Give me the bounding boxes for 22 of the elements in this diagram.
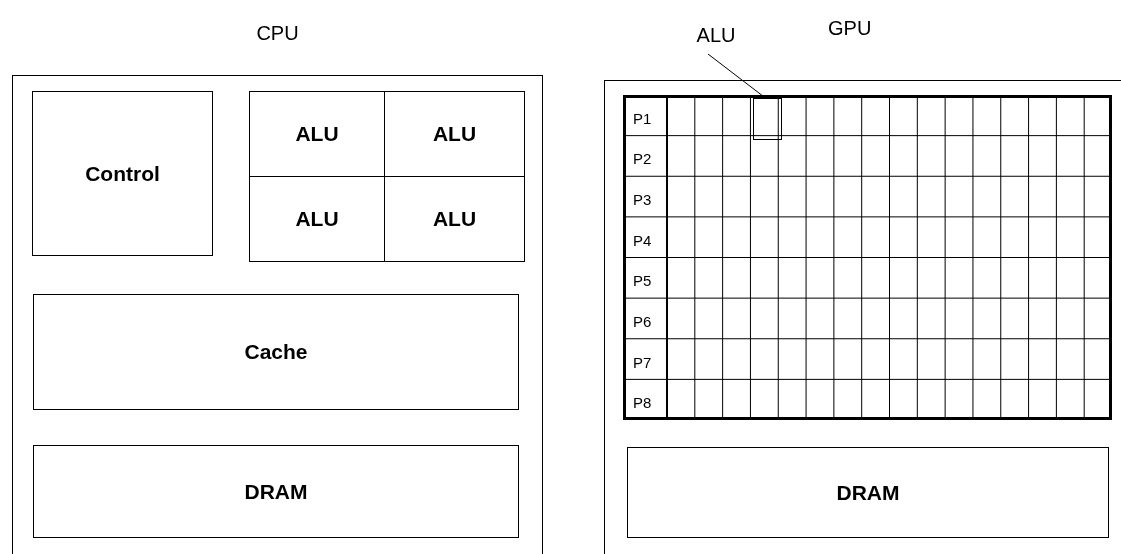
callout-label: ALU [692, 24, 740, 52]
alu-block: ALU [249, 91, 385, 177]
row-label: P2 [633, 150, 652, 168]
row-label: P6 [633, 312, 652, 330]
alu-block: ALU [384, 91, 525, 177]
row-label: P4 [633, 231, 652, 249]
row-label: P3 [633, 191, 652, 209]
row-label: P8 [633, 394, 652, 412]
panel-title: GPU [828, 17, 872, 40]
panel-title: CPU [256, 22, 299, 45]
row-label: P1 [633, 109, 652, 127]
alu-block: ALU [384, 176, 525, 262]
memory-block: DRAM [627, 447, 1109, 538]
alu-block: ALU [249, 176, 385, 262]
leader-line [707, 53, 764, 97]
row-label: P7 [633, 353, 652, 371]
cache-block: Cache [33, 294, 519, 410]
grid-cell [753, 98, 783, 140]
row-label: P5 [633, 272, 652, 290]
memory-block: DRAM [33, 445, 519, 538]
alu-grid [623, 95, 1112, 420]
control-block: Control [32, 91, 213, 256]
